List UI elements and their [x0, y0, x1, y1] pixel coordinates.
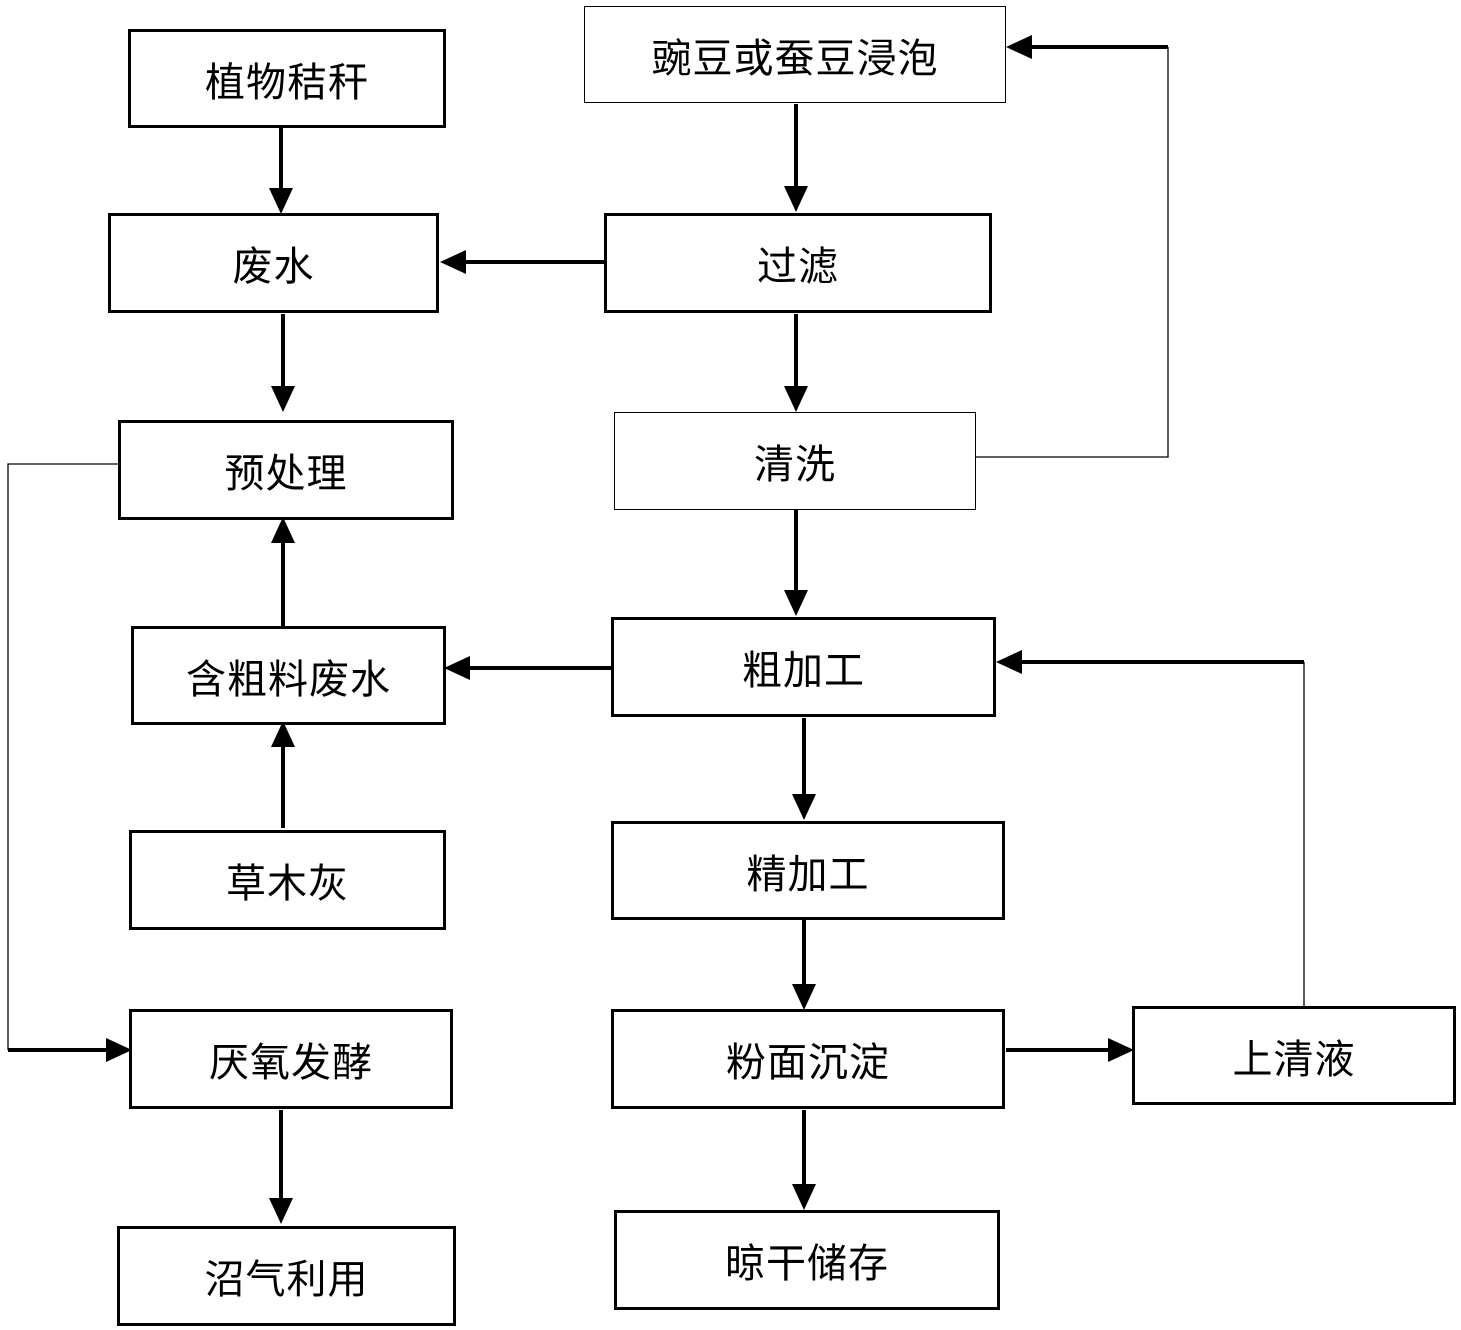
node-anaerobic-fermentation: 厌氧发酵 [129, 1009, 453, 1109]
line-wash-return [976, 47, 1169, 458]
node-label: 含粗料废水 [186, 656, 391, 703]
node-label: 晾干储存 [725, 1241, 889, 1287]
node-label: 粉面沉淀 [726, 1040, 890, 1086]
arrowhead [792, 1184, 816, 1210]
node-washing: 清洗 [614, 412, 976, 510]
arrowhead [269, 1198, 293, 1224]
node-label: 植物秸秆 [205, 59, 369, 106]
arrowhead [271, 386, 295, 412]
arrowhead [444, 656, 470, 680]
node-label: 沼气利用 [204, 1257, 369, 1303]
node-label: 清洗 [754, 442, 836, 488]
node-wastewater: 废水 [108, 213, 439, 313]
arrowhead [440, 250, 466, 274]
node-label: 粗加工 [742, 648, 865, 694]
node-label: 豌豆或蚕豆浸泡 [651, 35, 939, 82]
node-coarse-material-wastewater: 含粗料废水 [131, 626, 446, 725]
node-starch-sedimentation: 粉面沉淀 [611, 1009, 1005, 1109]
arrowhead [271, 517, 295, 543]
node-label: 上清液 [1232, 1036, 1356, 1083]
node-fine-processing: 精加工 [611, 821, 1005, 920]
arrowhead [792, 794, 816, 820]
node-plant-straw: 植物秸秆 [128, 29, 446, 128]
arrowhead [271, 721, 295, 747]
node-coarse-processing: 粗加工 [611, 617, 996, 717]
arrowhead [784, 590, 808, 616]
arrowhead [106, 1038, 132, 1062]
line-pretreatment-bypass [7, 463, 120, 1050]
node-bean-soaking: 豌豆或蚕豆浸泡 [584, 6, 1006, 103]
arrowhead [996, 650, 1022, 674]
node-label: 预处理 [224, 451, 348, 497]
node-biogas-utilization: 沼气利用 [117, 1226, 456, 1326]
node-label: 厌氧发酵 [209, 1040, 373, 1086]
arrowhead [269, 188, 293, 214]
node-label: 废水 [232, 244, 315, 290]
node-supernatant: 上清液 [1132, 1006, 1456, 1105]
node-air-dry-storage: 晾干储存 [614, 1210, 1000, 1310]
node-filtration: 过滤 [604, 213, 992, 313]
arrowhead [792, 984, 816, 1010]
arrowhead [784, 186, 808, 212]
node-label: 精加工 [746, 851, 870, 898]
arrowhead [784, 386, 808, 412]
node-label: 过滤 [757, 244, 839, 290]
arrowhead [1006, 35, 1032, 59]
arrowhead [1108, 1038, 1134, 1062]
node-plant-ash: 草木灰 [129, 830, 446, 930]
node-pretreatment: 预处理 [118, 420, 454, 520]
node-label: 草木灰 [226, 861, 349, 907]
